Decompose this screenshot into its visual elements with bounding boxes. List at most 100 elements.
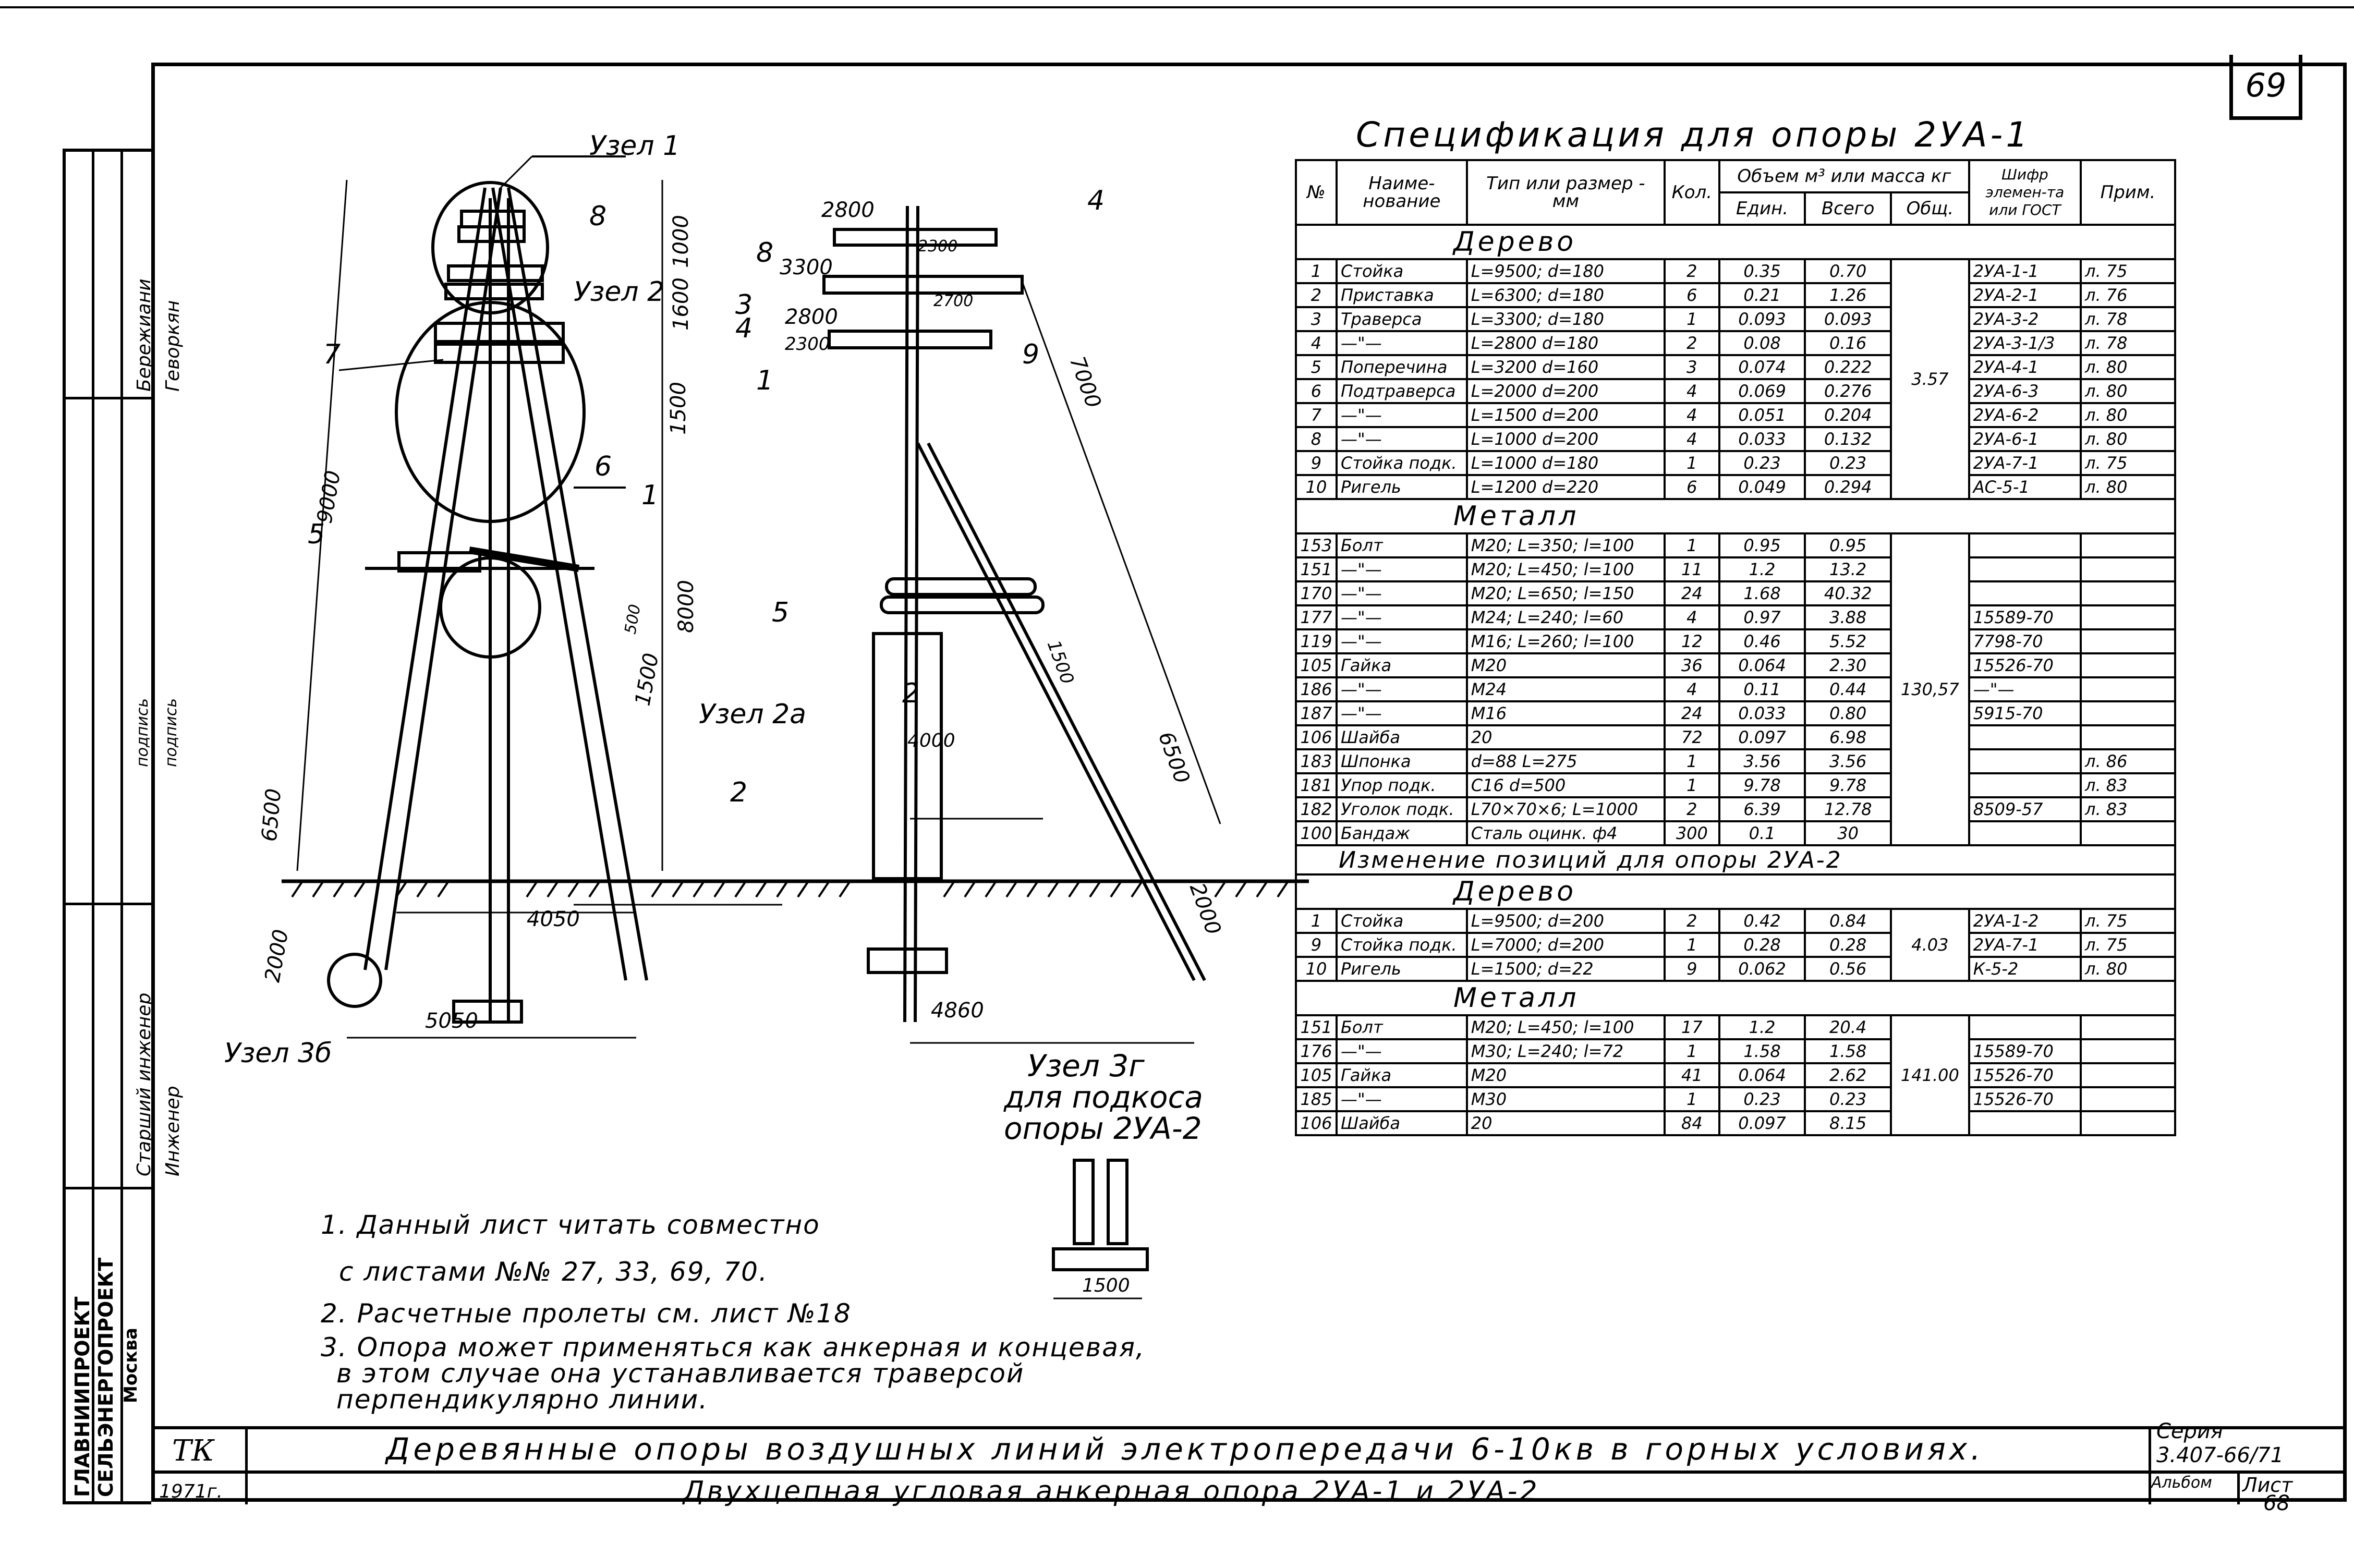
cell-total: 2.30 (1804, 652, 1892, 678)
cell-unit: 0.074 (1718, 354, 1806, 380)
cell-pos: 1 (1295, 908, 1338, 934)
cell-total: 0.95 (1804, 532, 1892, 558)
cell-type: M20 (1465, 652, 1666, 678)
cell-pos: 4 (1295, 330, 1338, 356)
cell-name: —"— (1335, 628, 1468, 654)
cell-unit: 0.033 (1718, 426, 1806, 452)
cell-pos: 151 (1295, 556, 1338, 582)
cell-qty: 84 (1663, 1110, 1720, 1136)
cell-code (1968, 532, 2082, 558)
cell-code: 15589-70 (1968, 1038, 2082, 1064)
cell-unit: 0.1 (1718, 820, 1806, 846)
cell-total: 0.80 (1804, 700, 1892, 726)
cell-total: 0.294 (1804, 474, 1892, 500)
cell-type: M20; L=450; l=100 (1465, 1014, 1666, 1040)
cell-pos: 153 (1295, 532, 1338, 558)
cell-total: 0.23 (1804, 1086, 1892, 1112)
cell-qty: 1 (1663, 450, 1720, 476)
cell-name: —"— (1335, 604, 1468, 630)
cell-unit: 0.97 (1718, 604, 1806, 630)
top-border-line (0, 6, 2354, 8)
cell-pos: 105 (1295, 652, 1338, 678)
cell-code: 15526-70 (1968, 652, 2082, 678)
cell-unit: 0.051 (1718, 402, 1806, 428)
cell-code: 7798-70 (1968, 628, 2082, 654)
cell-type: С16 d=500 (1465, 772, 1666, 798)
cell-name: Гайка (1335, 1062, 1468, 1088)
node-1-label: Узел 1 (589, 130, 681, 162)
cell-type: L=2800 d=180 (1465, 330, 1666, 356)
cell-type: M30; L=240; l=72 (1465, 1038, 1666, 1064)
cell-qty: 4 (1663, 676, 1720, 702)
col-unit: Един. (1718, 191, 1806, 226)
dim-5050: 5050 (425, 1009, 478, 1033)
cell-qty: 3 (1663, 354, 1720, 380)
title-block-divider-left (245, 1426, 248, 1504)
dim-side-4860: 4860 (931, 999, 984, 1023)
cell-type: M20 (1465, 1062, 1666, 1088)
cell-name: Бандаж (1335, 820, 1468, 846)
cell-name: Стойка подк. (1335, 450, 1468, 476)
cell-note: л. 80 (2080, 426, 2176, 452)
cell-pos: 106 (1295, 724, 1338, 750)
album-label: Альбом (2151, 1474, 2212, 1492)
cell-pos: 9 (1295, 450, 1338, 476)
section-row: Металл (1295, 980, 2176, 1016)
col-overall: Общ. (1889, 191, 1970, 226)
cell-pos: 7 (1295, 402, 1338, 428)
cell-note: л. 80 (2080, 402, 2176, 428)
cell-pos: 100 (1295, 820, 1338, 846)
cell-name: Стойка подк. (1335, 932, 1468, 958)
cell-total: 20.4 (1804, 1014, 1892, 1040)
cell-pos: 176 (1295, 1038, 1338, 1064)
cell-qty: 1 (1663, 932, 1720, 958)
change-title-row: Изменение позиций для опоры 2УА-2 (1295, 844, 2176, 876)
cell-type: L=1000 d=180 (1465, 450, 1666, 476)
note-3-line-2: в этом случае она устанавливается травер… (336, 1358, 1025, 1389)
cell-code: 8509-57 (1968, 796, 2082, 822)
cell-unit: 9.78 (1718, 772, 1806, 798)
cell-qty: 1 (1663, 306, 1720, 332)
cell-total: 0.70 (1804, 258, 1892, 284)
cell-note: л. 86 (2080, 748, 2176, 774)
cell-qty: 24 (1663, 700, 1720, 726)
cell-type: L=3300; d=180 (1465, 306, 1666, 332)
title-block-mid-line (151, 1470, 2347, 1474)
cell-qty: 72 (1663, 724, 1720, 750)
cell-pos: 151 (1295, 1014, 1338, 1040)
cell-total: 0.56 (1804, 956, 1892, 982)
series-value: 3.407-66/71 (2156, 1443, 2284, 1467)
cell-name: —"— (1335, 676, 1468, 702)
callout-9-side: 9 (1022, 339, 1040, 370)
cell-note (2080, 628, 2176, 654)
cell-type: 20 (1465, 724, 1666, 750)
cell-name: —"— (1335, 1038, 1468, 1064)
cell-qty: 4 (1663, 402, 1720, 428)
cell-pos: 8 (1295, 426, 1338, 452)
cell-name: Шпонка (1335, 748, 1468, 774)
change-title: Изменение позиций для опоры 2УА-2 (1295, 844, 2176, 876)
cell-total: 0.44 (1804, 676, 1892, 702)
cell-type: M20; L=450; l=100 (1465, 556, 1666, 582)
cell-qty: 2 (1663, 796, 1720, 822)
cell-code (1968, 556, 2082, 582)
cell-type: L=1500; d=22 (1465, 956, 1666, 982)
cell-note: л. 80 (2080, 354, 2176, 380)
cell-code (1968, 1014, 2082, 1040)
cell-name: Ригель (1335, 956, 1468, 982)
cell-code: 15526-70 (1968, 1062, 2082, 1088)
dim-side-4000: 4000 (907, 730, 955, 751)
dim-side-2800: 2800 (785, 305, 838, 329)
cell-code: 2УА-3-2 (1968, 306, 2082, 332)
col-type: Тип или размер - мм (1465, 159, 1666, 226)
cell-total: 12.78 (1804, 796, 1892, 822)
callout-4-side: 4 (735, 313, 753, 344)
